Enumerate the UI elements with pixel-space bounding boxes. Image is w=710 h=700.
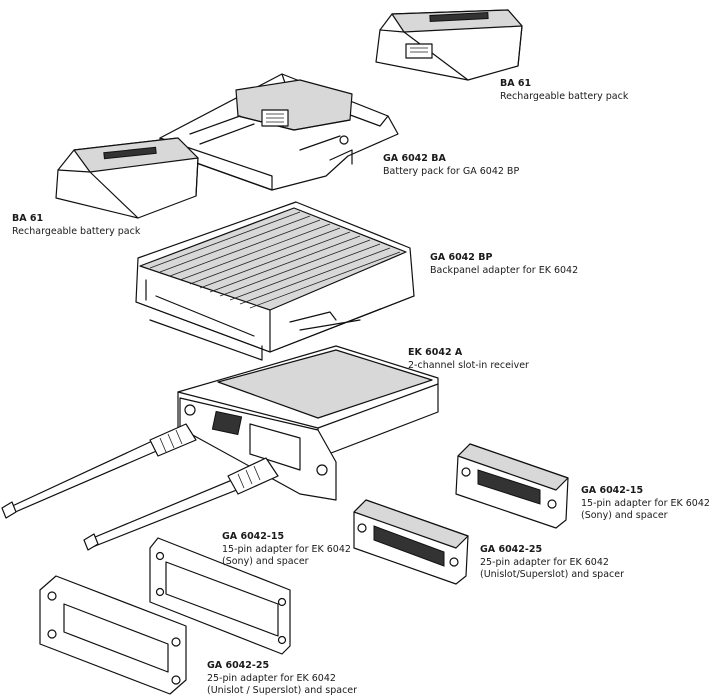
- battery-pack-ba61-left: [55, 137, 199, 219]
- battery-pack-ba61-top: [375, 9, 523, 81]
- label-code: GA 6042 BP: [430, 252, 493, 263]
- label-code: GA 6042 BA: [383, 153, 446, 164]
- antenna-left: [1, 423, 197, 519]
- label-ba61-left: BA 61 Rechargeable battery pack: [12, 213, 140, 238]
- label-desc-line1: 25-pin adapter for EK 6042: [480, 556, 609, 568]
- label-ga6042-15-left: GA 6042-15 15-pin adapter for EK 6042 (S…: [222, 531, 351, 569]
- label-code: BA 61: [12, 213, 44, 224]
- spacer-frame-ga6042-15: [149, 537, 291, 655]
- label-ga6042-25-middle: GA 6042-25 25-pin adapter for EK 6042 (U…: [480, 544, 624, 582]
- label-code: GA 6042-15: [581, 485, 644, 496]
- adapter-ga6042-25-middle: [353, 499, 469, 585]
- label-ba61-top: BA 61 Rechargeable battery pack: [500, 78, 628, 103]
- label-code: GA 6042-25: [480, 544, 543, 555]
- label-desc-line2: (Sony) and spacer: [581, 510, 668, 521]
- label-desc-line1: 15-pin adapter for EK 6042: [581, 497, 710, 509]
- label-desc-line1: 15-pin adapter for EK 6042: [222, 543, 351, 555]
- label-desc: Battery pack for GA 6042 BP: [383, 165, 520, 177]
- label-desc-line2: (Unislot / Superslot) and spacer: [207, 685, 358, 696]
- label-ga6042-25-bottom: GA 6042-25 25-pin adapter for EK 6042 (U…: [207, 660, 357, 698]
- label-ga6042bp: GA 6042 BP Backpanel adapter for EK 6042: [430, 252, 578, 277]
- antenna-right: [83, 457, 279, 551]
- label-desc: 2-channel slot-in receiver: [408, 359, 529, 371]
- label-code: BA 61: [500, 78, 532, 89]
- label-code: EK 6042 A: [408, 347, 463, 358]
- receiver-ek6042a: [177, 345, 439, 501]
- adapter-ga6042-15-right: [455, 443, 569, 529]
- backpanel-adapter-ga6042bp: [135, 201, 415, 361]
- label-desc: Backpanel adapter for EK 6042: [430, 264, 579, 276]
- label-desc: Rechargeable battery pack: [12, 225, 141, 237]
- label-ga6042ba: GA 6042 BA Battery pack for GA 6042 BP: [383, 153, 519, 178]
- label-desc-line1: 25-pin adapter for EK 6042: [207, 672, 336, 684]
- label-ga6042-15-right: GA 6042-15 15-pin adapter for EK 6042 (S…: [581, 485, 710, 523]
- label-desc-line2: (Unislot/Superslot) and spacer: [480, 569, 624, 580]
- spacer-frame-ga6042-25: [39, 575, 187, 695]
- label-code: GA 6042-15: [222, 531, 285, 542]
- label-desc-line2: (Sony) and spacer: [222, 556, 309, 567]
- battery-holder-ga6042ba: [159, 73, 399, 191]
- label-code: GA 6042-25: [207, 660, 270, 671]
- label-ek6042a: EK 6042 A 2-channel slot-in receiver: [408, 347, 529, 372]
- label-desc: Rechargeable battery pack: [500, 90, 629, 102]
